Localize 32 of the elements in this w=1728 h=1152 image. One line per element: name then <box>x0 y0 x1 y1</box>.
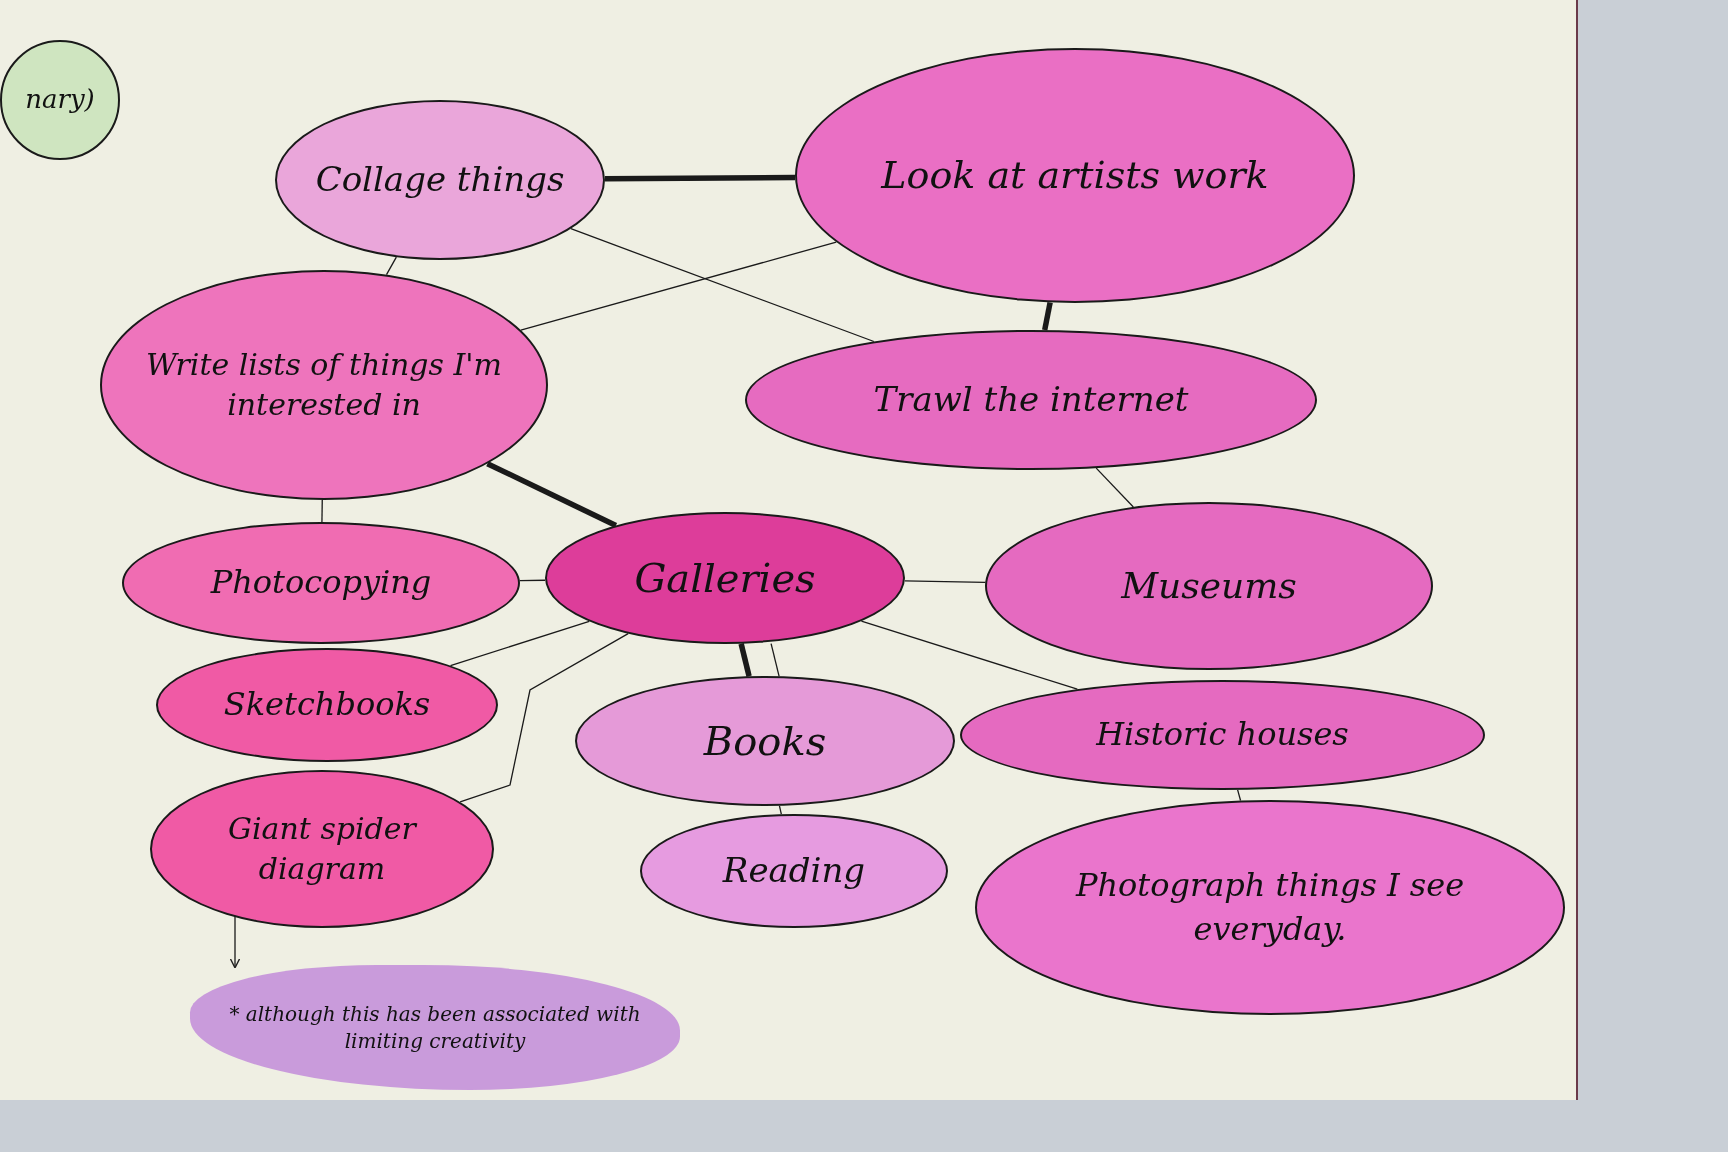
connector-line <box>860 620 1078 690</box>
connector-line <box>738 643 752 677</box>
connector-line <box>1042 301 1053 331</box>
idea-label: Look at artists work <box>881 151 1269 199</box>
idea-label: Historic houses <box>1096 714 1349 756</box>
connector-line <box>770 642 780 677</box>
connector-line <box>449 620 590 667</box>
arrow <box>229 915 241 969</box>
connector-line <box>570 228 875 343</box>
idea-label: Sketchbooks <box>223 684 431 726</box>
idea-label: Write lists of things I'm interested in <box>145 345 503 424</box>
idea-label: Photograph things I see everyday. <box>1074 865 1466 950</box>
connector-line <box>486 461 618 528</box>
idea-label: Museums <box>1121 563 1297 608</box>
connector-line <box>1236 789 1242 802</box>
note-text: * although this has been associated with limiting creativity <box>228 1000 642 1055</box>
idea-label: Trawl the internet <box>873 378 1189 422</box>
idea-label: Galleries <box>634 554 816 603</box>
idea-label: Books <box>703 717 827 766</box>
idea-label: Collage things <box>315 158 565 202</box>
idea-label: nary) <box>25 83 95 117</box>
idea-label: Reading <box>722 849 866 893</box>
connector-line <box>459 633 629 803</box>
connector-line <box>904 580 986 583</box>
idea-label: Giant spider diagram <box>227 809 418 888</box>
connector-line <box>519 579 546 582</box>
connector-line <box>520 241 837 331</box>
idea-label: Photocopying <box>210 562 432 604</box>
connector-line <box>1095 467 1134 508</box>
connector-line <box>778 805 782 815</box>
connector-line <box>321 499 323 523</box>
connector-line <box>604 174 796 182</box>
